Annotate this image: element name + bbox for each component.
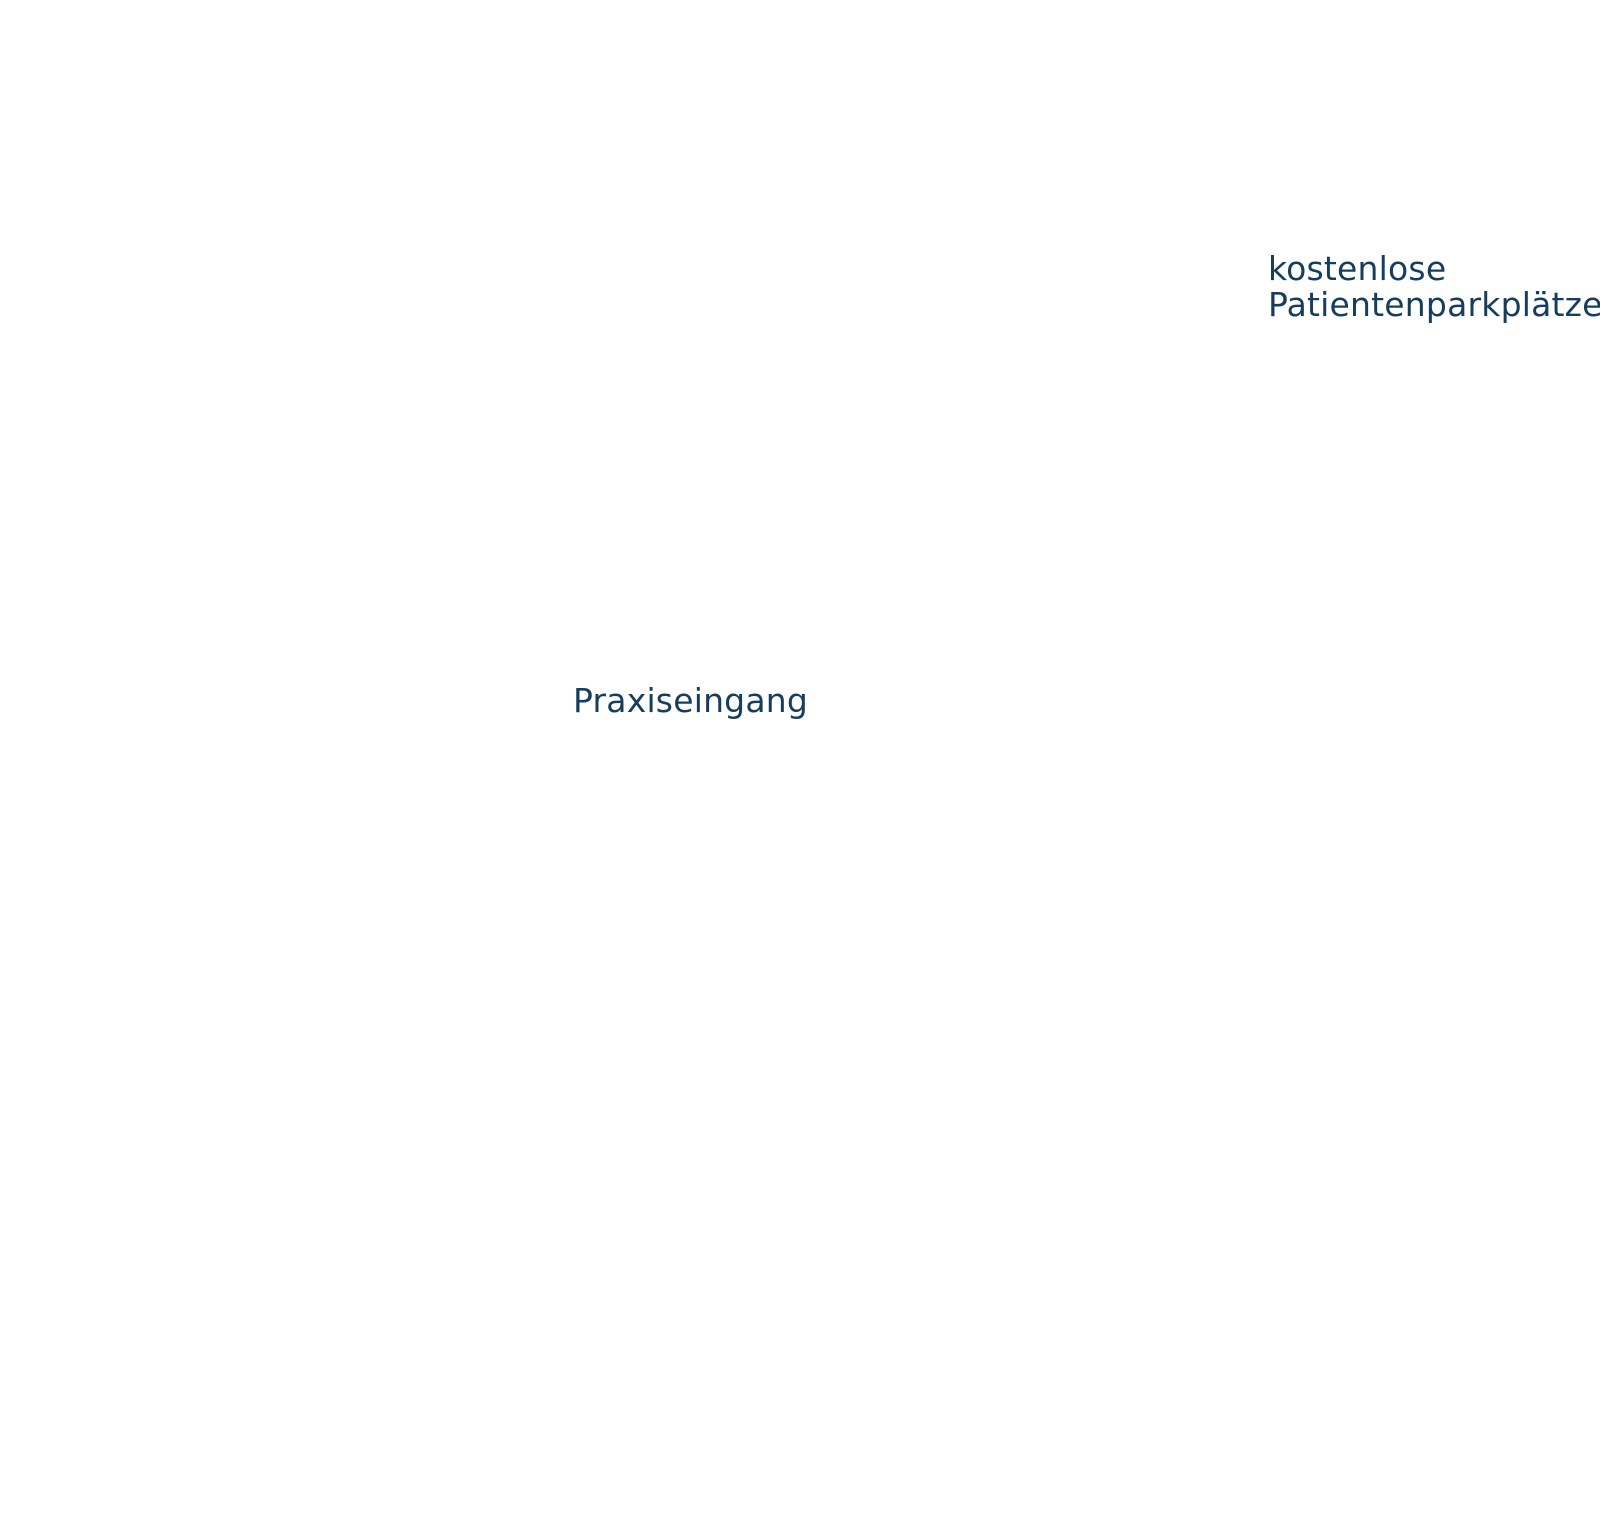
parking-label-line-1: kostenlose	[1268, 249, 1447, 288]
parking-label-line-2: Patientenparkplätze	[1268, 285, 1600, 324]
parking-label: kostenlose Patientenparkplätze	[1268, 251, 1600, 323]
entrance-label: Praxiseingang	[573, 681, 809, 720]
